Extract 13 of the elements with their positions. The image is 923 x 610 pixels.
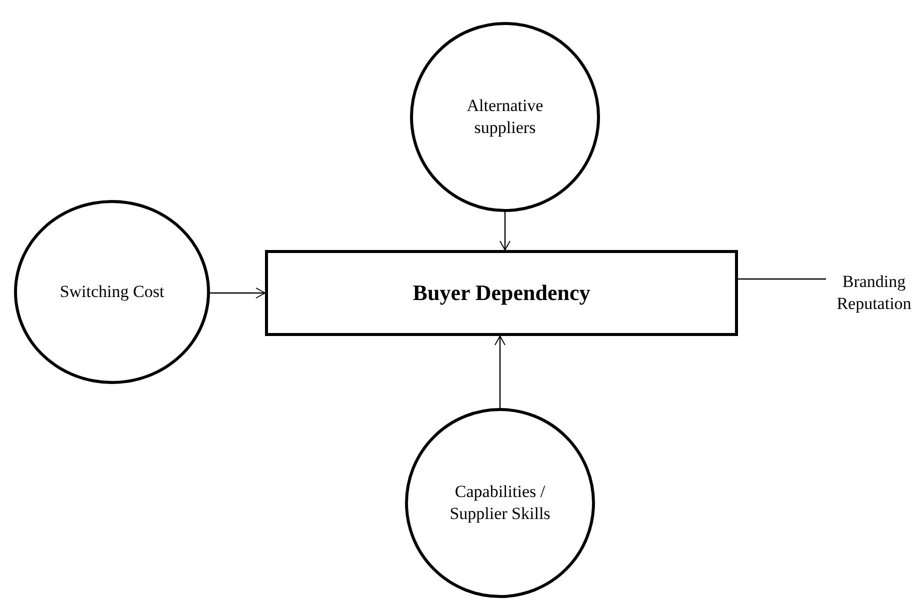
node-label: Alternative suppliers bbox=[466, 94, 544, 139]
node-label: Branding Reputation bbox=[836, 270, 912, 315]
node-label: Capabilities / Supplier Skills bbox=[448, 480, 552, 525]
node-label: Switching Cost bbox=[60, 280, 164, 303]
arrow bbox=[494, 336, 506, 408]
arrow bbox=[210, 288, 266, 298]
factor-circle bbox=[405, 408, 595, 598]
factor-circle bbox=[410, 22, 600, 212]
box-title: Buyer Dependency bbox=[412, 278, 590, 307]
connector-line bbox=[738, 278, 826, 280]
arrow bbox=[500, 212, 510, 250]
factor-circle bbox=[14, 200, 210, 384]
process-box bbox=[265, 250, 738, 336]
